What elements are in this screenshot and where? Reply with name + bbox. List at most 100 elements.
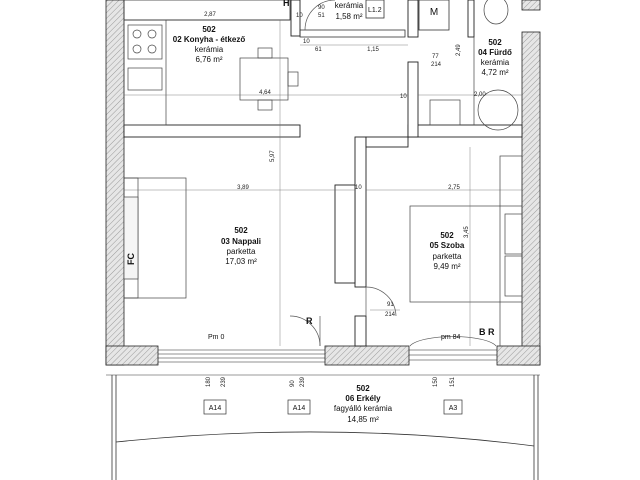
- chair: [257, 99, 273, 111]
- tag-fc: FC: [126, 253, 136, 265]
- tag-br: B R: [479, 327, 495, 337]
- internal-walls: [123, 0, 523, 347]
- door-arc-living: [289, 315, 321, 347]
- wall-bottom-left: [105, 345, 159, 366]
- window-tags: A14 A14 A3: [203, 399, 463, 415]
- dim-label: 4,64: [259, 90, 271, 96]
- dimension-lines: [124, 20, 522, 346]
- dim-label: 2,49: [456, 44, 462, 56]
- wall-room-left-lower: [354, 315, 367, 347]
- wall-hall-right-lower: [407, 61, 419, 138]
- fc-box: [123, 196, 139, 280]
- kitchen-furniture: [123, 19, 299, 126]
- room-area: 6,76 m²: [195, 55, 222, 64]
- dim-label: 3,45: [464, 226, 470, 238]
- dim-label: 239: [221, 376, 227, 387]
- room-name: 04 Fürdő: [478, 48, 512, 57]
- dim-label: 10: [296, 13, 303, 19]
- wall-hall-left: [290, 0, 301, 37]
- wall-bottom-mid: [324, 345, 410, 366]
- pillow: [504, 213, 523, 255]
- dim-label: 2,87: [204, 12, 216, 18]
- room-area: 9,49 m²: [433, 262, 460, 271]
- room-name: 02 Konyha - étkező: [173, 35, 246, 44]
- wall-bottom-right: [496, 345, 541, 366]
- stove: [127, 24, 163, 60]
- burner: [147, 29, 157, 39]
- hall-fixture: [365, 0, 385, 19]
- room-code: 502: [356, 384, 370, 393]
- tag-h: H: [283, 0, 290, 8]
- living-furniture: [123, 177, 187, 299]
- dim-label: 10: [355, 185, 362, 191]
- burner: [147, 44, 157, 54]
- wall-kitchen-bottom-left: [123, 124, 301, 138]
- window-tag-a14: A14: [209, 405, 222, 412]
- room-floor: fagyálló kerámia: [334, 404, 393, 413]
- chair: [257, 47, 273, 59]
- wall-bath-bottom: [407, 124, 523, 138]
- room-hall: kerámia 1,58 m²: [335, 1, 364, 21]
- dim-label: 2,00: [474, 92, 486, 98]
- dim-label: 91: [387, 302, 394, 308]
- room-floor: kerámia: [335, 1, 364, 10]
- room-area: 14,85 m²: [347, 415, 379, 424]
- room-erkely: 502 06 Erkély fagyálló kerámia 14,85 m²: [334, 384, 393, 424]
- wash-fixture: [299, 29, 406, 38]
- sink: [127, 67, 163, 91]
- dim-label: 77: [432, 54, 439, 60]
- shower-tray: [477, 89, 519, 131]
- dim-label: 90: [318, 5, 325, 11]
- room-floor: kerámia: [195, 45, 224, 54]
- wall-right: [521, 31, 541, 366]
- room-name: 05 Szoba: [430, 241, 465, 250]
- window-tag-a14-2: A14: [293, 405, 306, 412]
- room-floor: parketta: [227, 247, 256, 256]
- dim-label: 1,15: [367, 47, 379, 53]
- dim-label: 239: [300, 376, 306, 387]
- room-area: 17,03 m²: [225, 257, 257, 266]
- room-furdo: 502 04 Fürdő kerámia 4,72 m²: [478, 38, 512, 77]
- wall-hall-right: [407, 0, 419, 38]
- room-area: 4,72 m²: [481, 68, 508, 77]
- dim-label: 90: [290, 380, 296, 387]
- wardrobe: [499, 155, 523, 347]
- windows: [158, 349, 497, 363]
- tags: L1.2 M H FC R B R Pm 0 pm 84: [126, 0, 495, 341]
- dim-label: 2,75: [448, 185, 460, 191]
- dim-label: 51: [318, 13, 325, 19]
- dim-label: 180: [206, 376, 212, 387]
- kitchen-counter: [123, 19, 167, 126]
- dim-label: 150: [433, 376, 439, 387]
- tag-r: R: [306, 316, 313, 326]
- pillow: [504, 255, 523, 297]
- room-nappali: 502 03 Nappali parketta 17,03 m²: [221, 226, 261, 266]
- dim-label: 61: [315, 47, 322, 53]
- bedroom-furniture: [409, 155, 523, 347]
- wall-top-right: [521, 0, 541, 11]
- dim-label: 151: [450, 376, 456, 387]
- wall-closet: [334, 184, 356, 284]
- tag-pm84: pm 84: [441, 334, 461, 341]
- door-arc-room: [365, 286, 397, 317]
- room-floor: parketta: [433, 252, 462, 261]
- room-code: 502: [234, 226, 248, 235]
- wall-room-left: [354, 136, 367, 288]
- dim-label: 5,97: [270, 150, 276, 162]
- door-arc-bed-window: [409, 336, 497, 347]
- tag-m: M: [430, 7, 438, 18]
- room-code: 502: [488, 38, 502, 47]
- room-name: 03 Nappali: [221, 237, 261, 246]
- room-name: 06 Erkély: [345, 394, 381, 403]
- dim-label: 10: [400, 94, 407, 100]
- wall-room-top: [365, 136, 409, 148]
- room-code: 502: [440, 231, 454, 240]
- external-walls: [105, 0, 541, 366]
- bathroom-fixtures: [429, 0, 519, 131]
- wall-bath-left: [467, 0, 475, 38]
- wall-left: [105, 0, 125, 366]
- room-area: 1,58 m²: [335, 12, 362, 21]
- balcony: [106, 374, 540, 480]
- balcony-curve: [115, 431, 535, 447]
